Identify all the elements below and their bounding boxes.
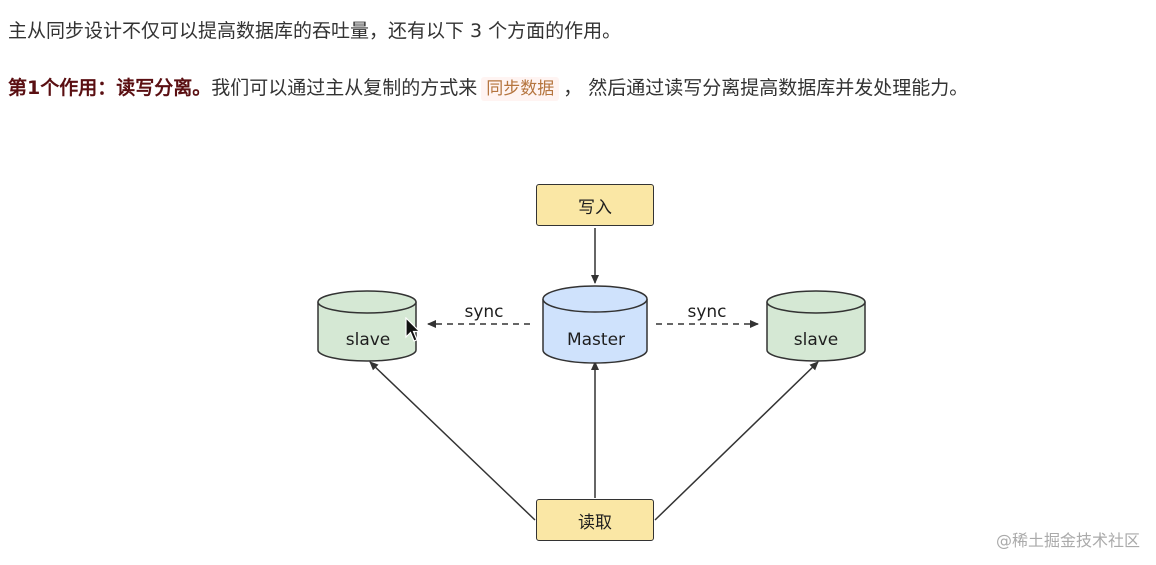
mouse-cursor-icon <box>405 317 421 342</box>
slave-right-database-icon <box>766 290 866 362</box>
point1-text-before: 我们可以通过主从复制的方式来 <box>211 77 478 99</box>
master-database-icon <box>542 285 648 364</box>
point1-paragraph: 第1个作用：读写分离。我们可以通过主从复制的方式来同步数据， 然后通过读写分离提… <box>8 70 1146 106</box>
inline-code-sync-data: 同步数据 <box>481 77 560 101</box>
sync-right-label: sync <box>687 302 726 322</box>
read-box: 读取 <box>536 499 654 541</box>
intro-text: 主从同步设计不仅可以提高数据库的吞吐量，还有以下 3 个方面的作用。 <box>8 20 622 42</box>
write-box: 写入 <box>536 184 654 226</box>
intro-paragraph: 主从同步设计不仅可以提高数据库的吞吐量，还有以下 3 个方面的作用。 <box>8 14 1148 48</box>
master-label: Master <box>567 330 625 350</box>
read-to-slave-right-arrow <box>654 361 819 521</box>
point1-text-after: ， 然后通过读写分离提高数据库并发处理能力。 <box>563 77 969 99</box>
sync-left-label: sync <box>464 302 503 322</box>
slave-left-database-icon <box>317 290 417 362</box>
read-label: 读取 <box>578 512 612 533</box>
point1-heading: 第1个作用：读写分离。 <box>8 77 212 99</box>
watermark: @稀土掘金技术社区 <box>995 531 1140 550</box>
slave-right-label: slave <box>794 330 839 350</box>
read-to-slave-left-arrow <box>369 361 536 521</box>
write-label: 写入 <box>578 197 612 218</box>
slave-left-label: slave <box>346 330 391 350</box>
